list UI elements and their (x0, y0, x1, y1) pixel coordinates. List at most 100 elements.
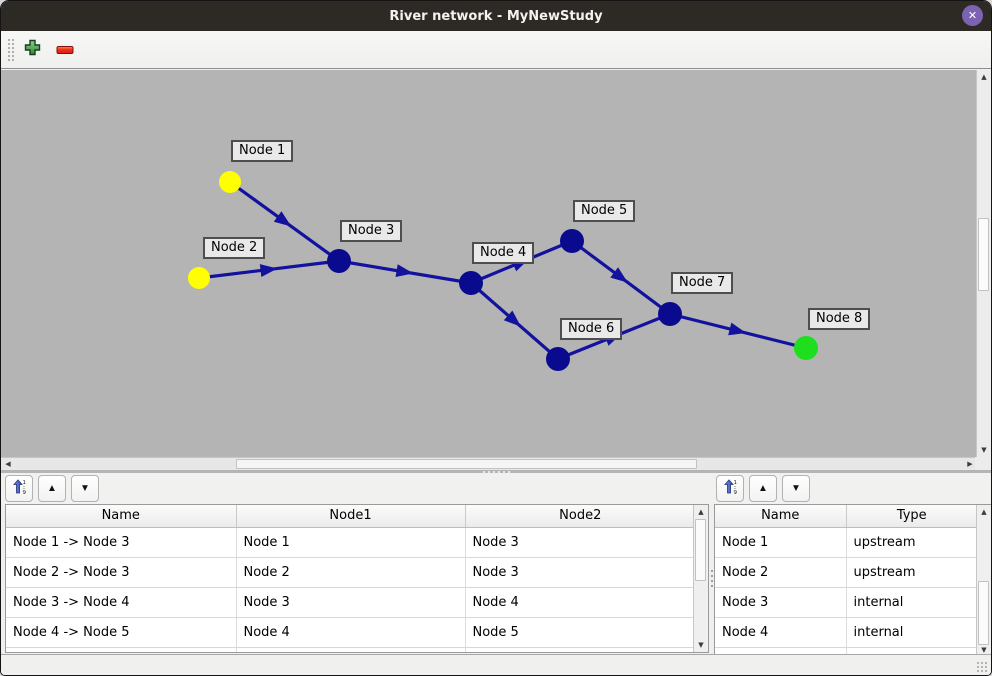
scroll-left-icon[interactable]: ◀ (5, 460, 11, 468)
table-cell[interactable]: internal (846, 587, 977, 618)
node-label[interactable]: Node 6 (560, 318, 623, 340)
main-toolbar (1, 31, 991, 69)
table-cell[interactable]: Node 3 (236, 587, 466, 618)
node-label[interactable]: Node 5 (573, 200, 636, 222)
table-row[interactable] (715, 647, 977, 657)
arrow-up-icon: ▲ (47, 482, 57, 494)
node-label[interactable]: Node 8 (808, 308, 871, 330)
scroll-up-icon[interactable]: ▲ (698, 508, 704, 516)
node-label[interactable]: Node 7 (671, 272, 734, 294)
table-cell[interactable]: Node 2 (715, 557, 847, 588)
nodes-table-toolbar: 1 9 ▲ ▼ (716, 475, 810, 502)
network-node[interactable] (658, 302, 682, 326)
table-cell[interactable]: Node 1 -> Node 3 (6, 527, 237, 558)
column-header[interactable]: Name (6, 505, 237, 528)
network-node[interactable] (546, 347, 570, 371)
links-sort-button[interactable]: 1 9 (5, 475, 33, 502)
svg-text:9: 9 (23, 490, 27, 495)
scroll-down-icon[interactable]: ▼ (981, 646, 987, 654)
table-row[interactable] (6, 647, 695, 652)
table-cell[interactable]: Node 1 (715, 527, 847, 558)
table-cell[interactable] (6, 647, 237, 652)
vertical-splitter[interactable] (709, 504, 714, 653)
links-table-scrollbar[interactable]: ▲ ▼ (693, 505, 708, 652)
nodes-scrollbar-thumb[interactable] (978, 581, 989, 645)
table-cell[interactable]: Node 4 (236, 617, 466, 648)
arrow-down-icon: ▼ (791, 482, 801, 494)
network-node[interactable] (188, 267, 210, 289)
vertical-scrollbar-thumb[interactable] (978, 218, 989, 291)
close-button[interactable]: ✕ (962, 5, 983, 26)
table-cell[interactable]: Node 4 (715, 617, 847, 648)
table-cell[interactable]: Node 3 (465, 557, 695, 588)
network-node[interactable] (219, 171, 241, 193)
links-scrollbar-thumb[interactable] (695, 519, 706, 581)
table-cell[interactable] (846, 647, 977, 657)
table-cell[interactable]: upstream (846, 557, 977, 588)
table-cell[interactable]: Node 2 -> Node 3 (6, 557, 237, 588)
table-cell[interactable] (715, 647, 847, 657)
canvas-vertical-scrollbar[interactable]: ▲ ▼ (976, 70, 990, 457)
links-move-down-button[interactable]: ▼ (71, 475, 99, 502)
table-cell[interactable]: Node 3 -> Node 4 (6, 587, 237, 618)
node-label[interactable]: Node 3 (340, 220, 403, 242)
network-node[interactable] (459, 271, 483, 295)
scroll-right-icon[interactable]: ▶ (967, 460, 973, 468)
table-cell[interactable] (236, 647, 466, 652)
sort-ascending-icon: 1 9 (11, 479, 27, 498)
table-cell[interactable] (465, 647, 695, 652)
resize-grip[interactable] (976, 661, 988, 673)
tables-toolbar: 1 9 ▲ ▼ 1 9 (1, 473, 991, 504)
network-canvas[interactable]: Node 1 Node 2 Node 3 Node 4 Node 5 Node 6 Node… (1, 70, 977, 457)
nodes-move-down-button[interactable]: ▼ (782, 475, 810, 502)
column-header[interactable]: Node1 (236, 505, 466, 528)
table-cell[interactable]: Node 4 -> Node 5 (6, 617, 237, 648)
nodes-sort-button[interactable]: 1 9 (716, 475, 744, 502)
table-cell[interactable]: Node 3 (715, 587, 847, 618)
scroll-down-icon[interactable]: ▼ (698, 641, 704, 649)
node-label[interactable]: Node 4 (472, 242, 535, 264)
network-node[interactable] (794, 336, 818, 360)
horizontal-scrollbar-thumb[interactable] (236, 459, 697, 469)
node-label[interactable]: Node 2 (203, 237, 266, 259)
nodes-move-up-button[interactable]: ▲ (749, 475, 777, 502)
scroll-down-icon[interactable]: ▼ (981, 446, 987, 454)
toolbar-drag-handle[interactable] (7, 36, 15, 63)
scroll-up-icon[interactable]: ▲ (981, 508, 987, 516)
table-cell[interactable]: Node 4 (465, 587, 695, 618)
table-cell[interactable]: Node 1 (236, 527, 466, 558)
table-cell[interactable]: Node 2 (236, 557, 466, 588)
table-cell[interactable]: internal (846, 617, 977, 648)
table-cell[interactable]: Node 5 (465, 617, 695, 648)
minus-icon (56, 40, 74, 59)
network-node[interactable] (560, 229, 584, 253)
column-header[interactable]: Node2 (465, 505, 695, 528)
table-cell[interactable]: upstream (846, 527, 977, 558)
status-bar (1, 654, 991, 675)
links-move-up-button[interactable]: ▲ (38, 475, 66, 502)
titlebar[interactable]: River network - MyNewStudy ✕ (1, 1, 991, 31)
add-button[interactable] (23, 39, 41, 59)
nodes-table-scrollbar[interactable]: ▲ ▼ (976, 505, 991, 657)
remove-button[interactable] (56, 41, 74, 59)
column-header[interactable]: Name (715, 505, 847, 528)
network-node[interactable] (327, 249, 351, 273)
sort-ascending-icon: 1 9 (722, 479, 738, 498)
column-header[interactable]: Type (846, 505, 977, 528)
horizontal-splitter[interactable] (1, 470, 991, 473)
node-label[interactable]: Node 1 (231, 140, 294, 162)
scroll-up-icon[interactable]: ▲ (981, 73, 987, 81)
canvas-horizontal-scrollbar[interactable]: ◀ ▶ (1, 457, 977, 470)
table-cell[interactable]: Node 3 (465, 527, 695, 558)
edge-arrow-icon (395, 264, 414, 278)
